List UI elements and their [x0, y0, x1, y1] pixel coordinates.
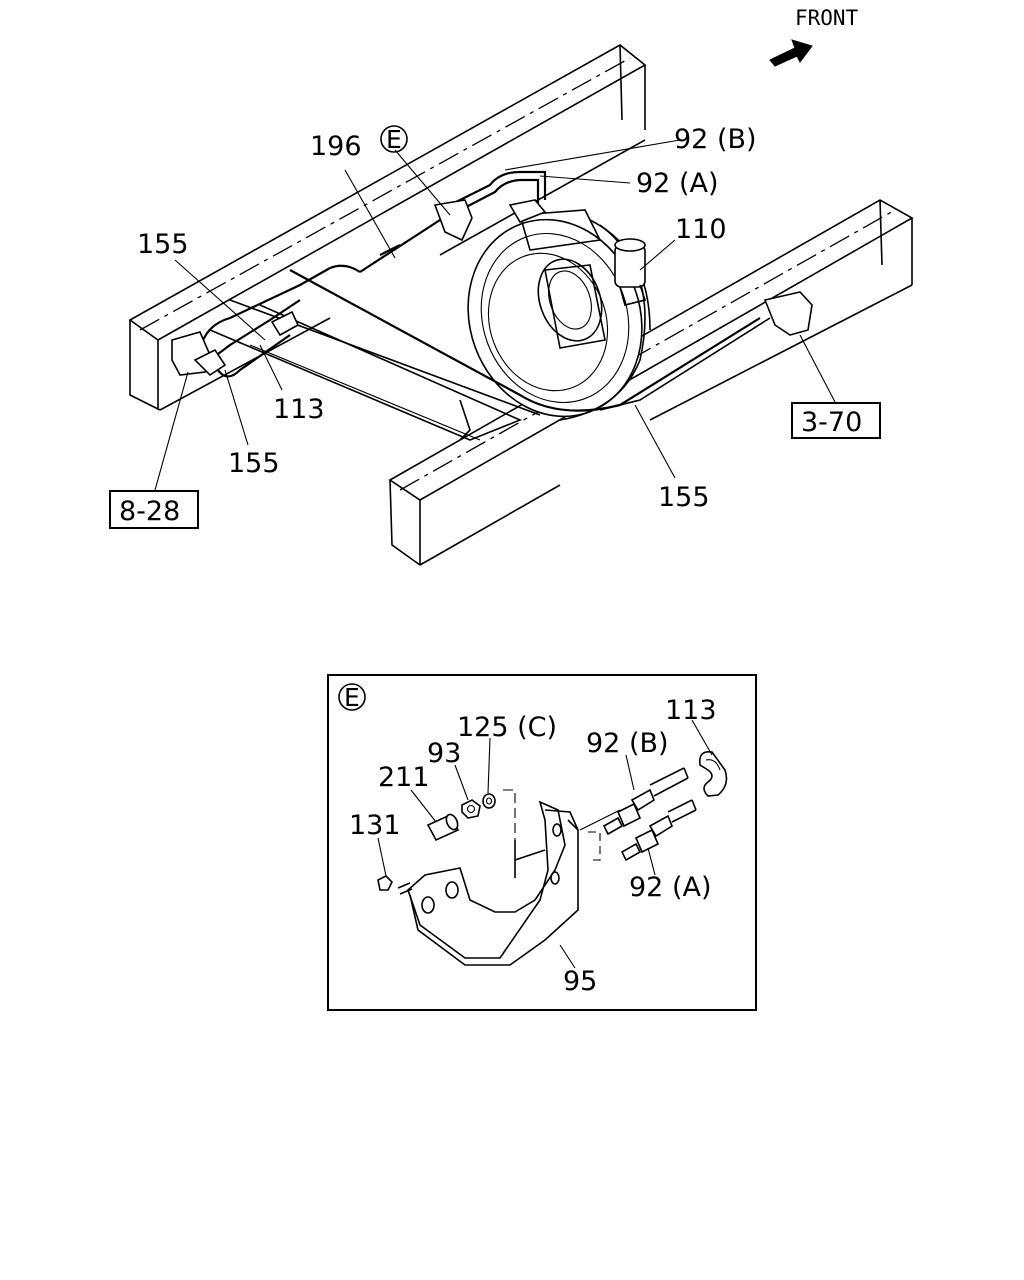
- assembly-line-2: [588, 831, 601, 861]
- leader-92b-detail: [625, 754, 635, 791]
- bracket-95: [407, 800, 579, 966]
- label-e-main: E: [386, 125, 402, 154]
- leader-131: [377, 837, 387, 877]
- ref-label-3-70: 3-70: [801, 407, 862, 438]
- leader-e: [394, 149, 451, 216]
- leader-125c: [487, 737, 491, 794]
- leader-92b: [504, 139, 681, 171]
- brake-lines: [198, 170, 771, 412]
- fittings: [171, 199, 813, 377]
- circle-e-marker: [380, 125, 408, 153]
- right-frame-rail: [388, 199, 914, 566]
- fitting-92a: [620, 799, 697, 862]
- leader-93: [454, 764, 469, 801]
- label-113-detail: 113: [665, 695, 717, 726]
- actuator-110: [614, 238, 647, 306]
- label-131: 131: [349, 810, 401, 841]
- left-frame-rail: [128, 44, 647, 411]
- leader-113-detail: [691, 719, 713, 756]
- ref-label-8-28: 8-28: [119, 496, 180, 527]
- ref-box-8-28[interactable]: [109, 490, 199, 529]
- assembly-line-1: [503, 789, 516, 840]
- leader-155-top: [174, 259, 266, 341]
- leader-196: [344, 169, 396, 259]
- ref-box-3-70[interactable]: [791, 402, 881, 439]
- label-e-detail: E: [344, 683, 360, 712]
- leader-95: [559, 944, 576, 969]
- label-92a-detail: 92 (A): [629, 872, 711, 903]
- label-110: 110: [675, 214, 727, 245]
- label-196: 196: [310, 131, 362, 162]
- front-label: FRONT: [795, 6, 859, 30]
- label-92a-main: 92 (A): [636, 168, 718, 199]
- circle-e-detail-marker: [338, 683, 366, 711]
- label-155-top: 155: [137, 229, 189, 260]
- main-assembly-view: 196 E 92 (B) 92 (A) 110 155 113 155 155 …: [109, 44, 914, 566]
- spacer-211: [426, 813, 460, 842]
- label-155-mid: 155: [228, 448, 280, 479]
- label-92b-detail: 92 (B): [586, 728, 669, 759]
- label-211: 211: [378, 762, 430, 793]
- leader-155-mid: [224, 369, 249, 446]
- brake-drum: [467, 209, 651, 421]
- detail-e-frame: [327, 674, 757, 1011]
- label-93: 93: [427, 738, 461, 769]
- label-155-right: 155: [658, 482, 710, 513]
- detail-e-view: E: [327, 674, 757, 1011]
- clip-113: [698, 750, 728, 797]
- label-125c: 125 (C): [457, 712, 557, 743]
- leader-211: [410, 789, 437, 823]
- leader-113: [259, 344, 283, 391]
- leader-155-right: [634, 404, 676, 479]
- leader-8-28: [154, 371, 189, 491]
- nut-93: [461, 799, 481, 819]
- label-95: 95: [563, 966, 597, 997]
- leader-110: [639, 239, 676, 271]
- washer-125c: [482, 793, 496, 809]
- fitting-92b: [602, 767, 689, 836]
- label-113-main: 113: [273, 394, 325, 425]
- leader-92a-detail: [647, 847, 656, 876]
- front-arrow-icon: [769, 39, 813, 67]
- label-92b-main: 92 (B): [674, 124, 757, 155]
- leader-92a: [539, 175, 631, 184]
- assembly-line-3: [579, 809, 621, 831]
- leader-3-70: [799, 334, 836, 403]
- bolt-131: [377, 875, 413, 895]
